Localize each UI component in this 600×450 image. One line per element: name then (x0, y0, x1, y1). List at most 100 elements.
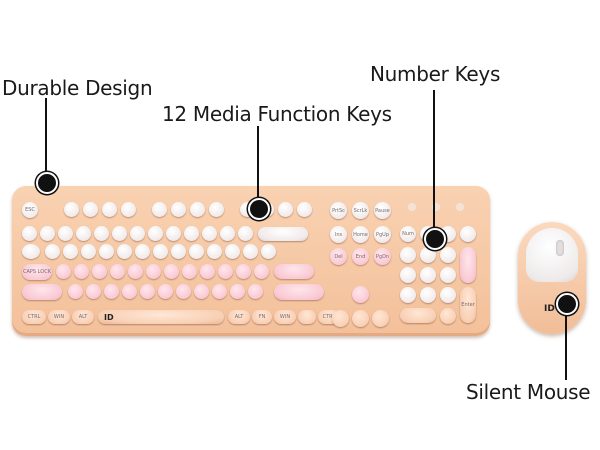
key[interactable] (76, 226, 91, 241)
key-alt-right[interactable]: ALT (228, 310, 250, 324)
key[interactable] (153, 244, 168, 259)
key[interactable] (117, 244, 132, 259)
key-f[interactable] (278, 202, 293, 217)
key-menu[interactable] (298, 310, 316, 324)
key-end[interactable]: End (352, 248, 369, 265)
key-numpad[interactable] (420, 287, 436, 303)
mouse[interactable]: ID (518, 222, 586, 334)
key-fn[interactable]: FN (252, 310, 272, 324)
key[interactable] (182, 264, 197, 279)
scroll-wheel[interactable] (556, 240, 564, 256)
key-f[interactable] (83, 202, 98, 217)
key[interactable] (74, 264, 89, 279)
key-backspace[interactable] (258, 227, 308, 241)
key-space[interactable]: ID (98, 310, 224, 324)
key[interactable] (171, 244, 186, 259)
key-numpad[interactable] (440, 267, 456, 283)
key-numpad[interactable] (420, 247, 436, 263)
key-arrow-left[interactable] (332, 310, 349, 327)
key[interactable] (200, 264, 215, 279)
key[interactable] (99, 244, 114, 259)
key[interactable] (128, 264, 143, 279)
key-numpad[interactable] (400, 247, 416, 263)
key-win-right[interactable]: WIN (274, 310, 296, 324)
key[interactable] (110, 264, 125, 279)
key[interactable] (207, 244, 222, 259)
key[interactable] (236, 264, 251, 279)
key[interactable] (230, 284, 245, 299)
key-f[interactable] (190, 202, 205, 217)
key[interactable] (81, 244, 96, 259)
key-numpad-enter[interactable]: Enter (460, 287, 476, 323)
key-pgup[interactable]: PgUp (374, 226, 391, 243)
key-esc[interactable]: ESC (22, 202, 38, 218)
key-arrow-down[interactable] (352, 310, 369, 327)
key[interactable] (146, 264, 161, 279)
key[interactable] (122, 284, 137, 299)
key[interactable] (94, 226, 109, 241)
key-f[interactable] (121, 202, 136, 217)
key-ctrl-left[interactable]: CTRL (22, 310, 46, 324)
key[interactable] (135, 244, 150, 259)
key-prtsc[interactable]: PrtSc (330, 202, 347, 219)
key[interactable] (86, 284, 101, 299)
key-f[interactable] (64, 202, 79, 217)
key-pgdn[interactable]: PgDn (374, 248, 391, 265)
key-pause[interactable]: Pause (374, 202, 391, 219)
key-f[interactable] (209, 202, 224, 217)
key[interactable] (238, 226, 253, 241)
key[interactable] (164, 264, 179, 279)
key[interactable] (194, 284, 209, 299)
key-numpad-plus[interactable] (460, 247, 476, 283)
key-alt-left[interactable]: ALT (72, 310, 94, 324)
key[interactable] (148, 226, 163, 241)
key-numpad-zero[interactable] (400, 308, 436, 323)
key-numpad[interactable] (400, 267, 416, 283)
key-numpad-dot[interactable] (440, 308, 456, 324)
key-shift-right[interactable] (274, 284, 324, 300)
key[interactable] (166, 226, 181, 241)
key[interactable] (261, 244, 276, 259)
key-numpad[interactable] (400, 287, 416, 303)
key-del[interactable]: Del (330, 248, 347, 265)
key[interactable] (104, 284, 119, 299)
key-caps-lock[interactable]: CAPS LOCK (22, 264, 52, 280)
key[interactable] (212, 284, 227, 299)
key-numpad[interactable] (440, 287, 456, 303)
key[interactable] (45, 244, 60, 259)
key[interactable] (158, 284, 173, 299)
key[interactable] (184, 226, 199, 241)
mouse-buttons[interactable] (526, 228, 578, 282)
key[interactable] (92, 264, 107, 279)
key[interactable] (56, 264, 71, 279)
key[interactable] (140, 284, 155, 299)
key[interactable] (40, 226, 55, 241)
key[interactable] (112, 226, 127, 241)
key-numpad[interactable] (440, 247, 456, 263)
key[interactable] (63, 244, 78, 259)
key-enter[interactable] (274, 264, 314, 279)
key-arrow-up[interactable] (352, 286, 369, 303)
key-tab[interactable] (22, 244, 40, 259)
key-scrlk[interactable]: ScrLk (352, 202, 369, 219)
key-home[interactable]: Home (352, 226, 369, 243)
key[interactable] (225, 244, 240, 259)
key-f[interactable] (152, 202, 167, 217)
key[interactable] (460, 226, 476, 242)
key[interactable] (68, 284, 83, 299)
key[interactable] (218, 264, 233, 279)
key-numpad[interactable] (420, 267, 436, 283)
key-f[interactable] (171, 202, 186, 217)
key-arrow-right[interactable] (372, 310, 389, 327)
key[interactable] (189, 244, 204, 259)
key-win-left[interactable]: WIN (48, 310, 70, 324)
key-shift-left[interactable] (22, 284, 62, 300)
key[interactable] (58, 226, 73, 241)
key[interactable] (130, 226, 145, 241)
key[interactable] (248, 284, 263, 299)
key-ins[interactable]: Ins (330, 226, 347, 243)
key[interactable] (176, 284, 191, 299)
key-f[interactable] (297, 202, 312, 217)
key-f[interactable] (102, 202, 117, 217)
key[interactable] (22, 226, 37, 241)
